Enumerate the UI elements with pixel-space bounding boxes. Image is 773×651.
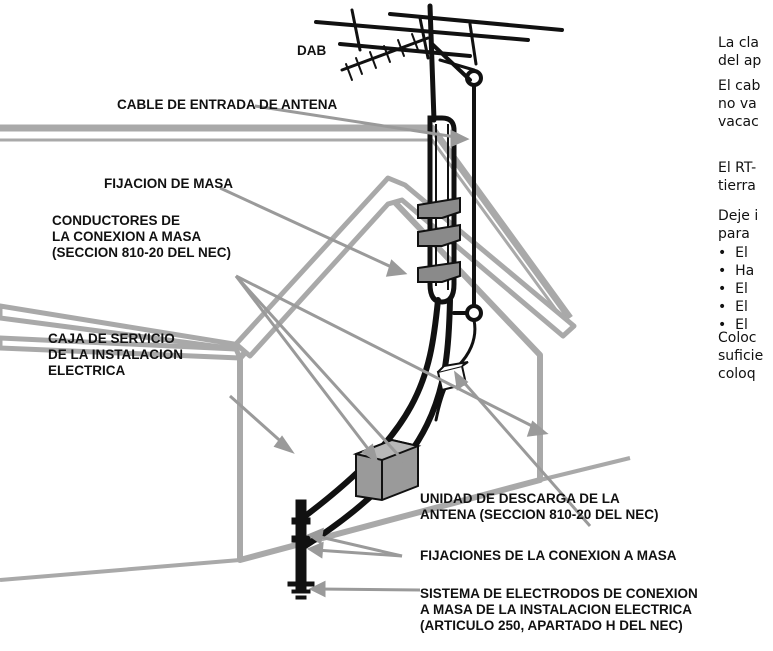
label-arrows — [219, 104, 592, 598]
label-sistema-electrodos: SISTEMA DE ELECTRODOS DE CONEXION A MASA… — [420, 586, 698, 633]
label-unidad-descarga: UNIDAD DE DESCARGA DE LA ANTENA (SECCION… — [420, 491, 659, 522]
side-text-paragraph-2: El cab no va vacac — [718, 78, 761, 130]
label-conductores-conexion-masa: CONDUCTORES DE LA CONEXION A MASA (SECCI… — [52, 213, 232, 260]
label-dab: DAB — [297, 43, 327, 58]
ground-clamps — [417, 196, 461, 283]
ground-electrode-rod — [287, 499, 315, 600]
antenna — [314, 3, 564, 322]
side-text-paragraph-3: El RT- tierra — [718, 160, 757, 194]
label-fijacion-masa: FIJACION DE MASA — [104, 176, 234, 191]
label-caja-servicio: CAJA DE SERVICIO DE LA INSTALACION ELECT… — [48, 331, 183, 378]
side-text-paragraph-1: La cla del ap — [718, 35, 762, 69]
side-text-paragraph-5: Coloc suficie coloq — [718, 330, 764, 382]
side-text-paragraph-4: Deje i para — [718, 208, 759, 242]
house-outline — [0, 124, 631, 582]
label-fijaciones-conexion-masa: FIJACIONES DE LA CONEXION A MASA — [420, 548, 677, 563]
label-cable-entrada-antena: CABLE DE ENTRADA DE ANTENA — [117, 97, 338, 112]
side-text-bullets: • El • Ha • El • El • El — [718, 245, 755, 333]
